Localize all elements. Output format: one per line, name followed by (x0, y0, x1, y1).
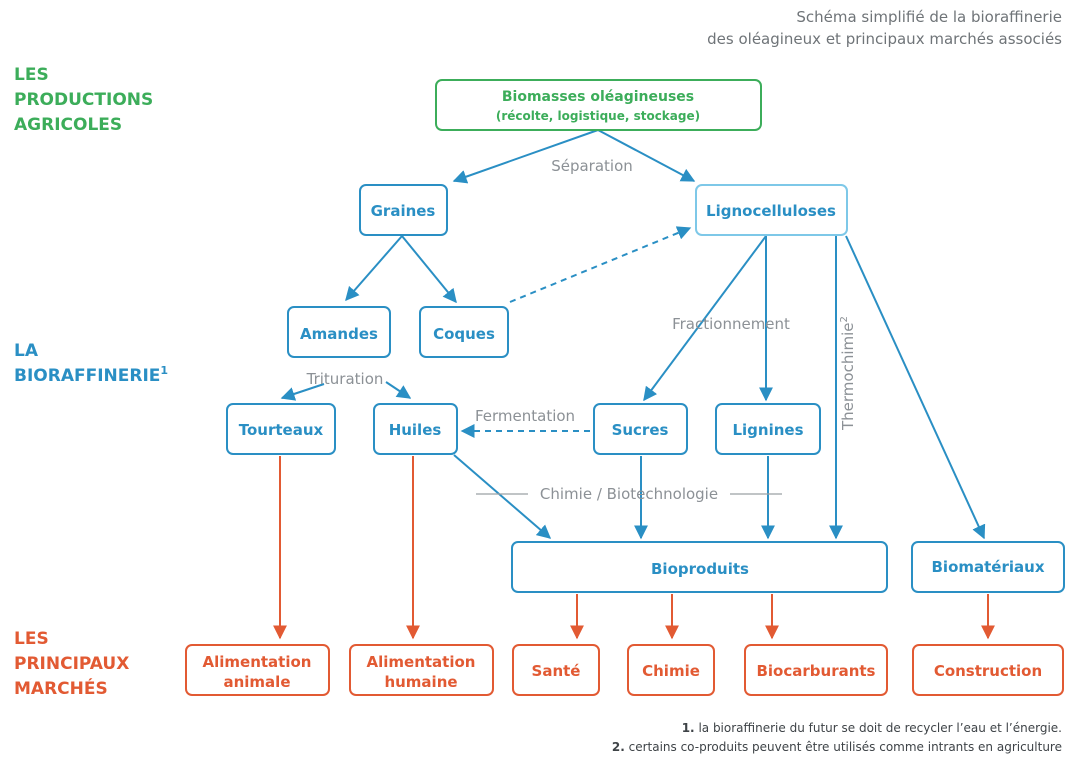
node-lignocelluloses: Lignocelluloses (695, 184, 848, 236)
arrow-lignocelluloses-biomateriaux (845, 235, 986, 540)
arrow-trituration-huiles (385, 381, 412, 399)
svg-text:animale: animale (223, 673, 290, 691)
node-coques: Coques (419, 306, 509, 358)
section-productions-agricoles: LES PRODUCTIONS AGRICOLES (14, 65, 159, 135)
svg-text:Lignines: Lignines (732, 421, 803, 439)
node-biomateriaux: Biomatériaux (911, 541, 1065, 593)
label-fermentation: Fermentation (475, 407, 575, 425)
section-bioraffinerie: LA BIORAFFINERIE1 (14, 341, 168, 386)
svg-text:Tourteaux: Tourteaux (239, 421, 324, 439)
arrow-separation-graines (452, 129, 599, 184)
svg-text:Chimie: Chimie (642, 662, 700, 680)
market-alimentation-animale: Alimentation animale (185, 644, 330, 696)
svg-text:Huiles: Huiles (389, 421, 442, 439)
svg-text:Alimentation: Alimentation (203, 653, 312, 671)
market-alimentation-humaine: Alimentation humaine (349, 644, 494, 696)
footnote-2: 2. certains co-produits peuvent être uti… (612, 740, 1062, 754)
node-tourteaux: Tourteaux (226, 403, 336, 455)
svg-text:Biomatériaux: Biomatériaux (932, 558, 1045, 576)
footnote-1: 1. la bioraffinerie du futur se doit de … (682, 721, 1062, 735)
node-amandes: Amandes (287, 306, 391, 358)
svg-text:Lignocelluloses: Lignocelluloses (706, 202, 836, 220)
svg-text:Santé: Santé (532, 662, 581, 680)
svg-text:Biocarburants: Biocarburants (756, 662, 875, 680)
svg-text:Alimentation: Alimentation (367, 653, 476, 671)
node-bioproduits: Bioproduits (511, 541, 888, 593)
arrow-graines-amandes (345, 235, 403, 302)
label-separation: Séparation (551, 157, 633, 175)
svg-text:(récolte, logistique, stockage: (récolte, logistique, stockage) (496, 109, 700, 123)
svg-text:Graines: Graines (371, 202, 436, 220)
label-thermochimie: Thermochimie2 (839, 316, 857, 431)
svg-text:humaine: humaine (384, 673, 457, 691)
title-line-1: Schéma simplifié de la bioraffinerie (796, 8, 1062, 26)
arrow-huiles-bioproduits (453, 454, 552, 539)
arrow-trituration-tourteaux (280, 383, 325, 401)
svg-text:Coques: Coques (433, 325, 495, 343)
svg-text:Sucres: Sucres (612, 421, 669, 439)
market-construction: Construction (912, 644, 1064, 696)
node-lignines: Lignines (715, 403, 821, 455)
svg-text:Biomasses oléagineuses: Biomasses oléagineuses (502, 89, 694, 105)
svg-text:Bioproduits: Bioproduits (651, 560, 749, 578)
arrow-lignocelluloses-sucres (643, 235, 767, 402)
market-sante: Santé (512, 644, 600, 696)
arrow-coques-lignocelluloses (509, 226, 692, 303)
label-chimie-biotechnologie: Chimie / Biotechnologie (540, 485, 718, 503)
node-sucres: Sucres (593, 403, 688, 455)
arrow-separation-lignocelluloses (597, 129, 696, 182)
market-biocarburants: Biocarburants (744, 644, 888, 696)
section-principaux-marches: LES PRINCIPAUX MARCHÉS (14, 629, 135, 699)
node-biomasses-oleagineuses: Biomasses oléagineuses (récolte, logisti… (435, 79, 762, 131)
title-line-2: des oléagineux et principaux marchés ass… (707, 30, 1062, 48)
svg-text:Construction: Construction (934, 662, 1042, 680)
market-chimie: Chimie (627, 644, 715, 696)
node-graines: Graines (359, 184, 448, 236)
svg-text:Amandes: Amandes (300, 325, 378, 343)
arrow-graines-coques (401, 235, 457, 304)
label-fractionnement: Fractionnement (672, 315, 790, 333)
label-trituration: Trituration (306, 370, 384, 388)
node-huiles: Huiles (373, 403, 458, 455)
